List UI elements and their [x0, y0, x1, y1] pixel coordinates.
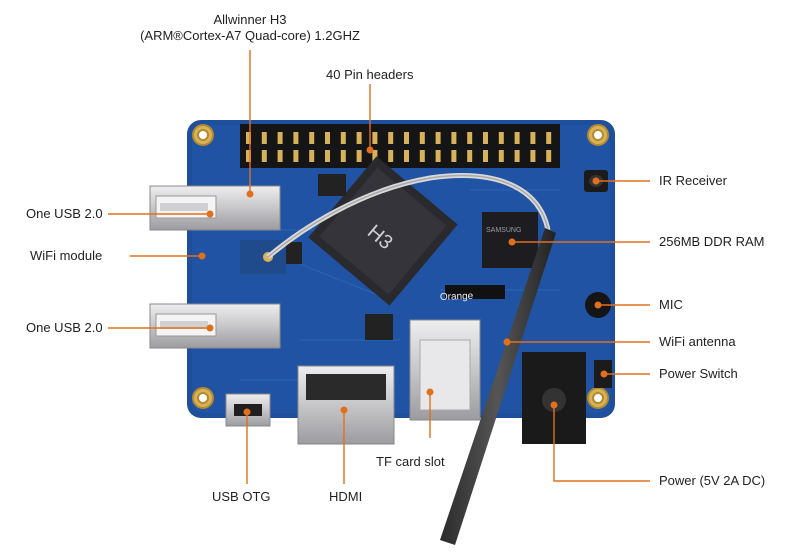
header-pin [514, 150, 520, 162]
header-pin [356, 150, 362, 162]
header-pin [483, 150, 488, 162]
usb-port-top [149, 185, 281, 231]
header-pin [309, 150, 315, 162]
tf-card-slot [409, 319, 481, 421]
header-pin [261, 150, 267, 162]
header-pin [546, 132, 552, 144]
wifi-antenna [266, 173, 556, 545]
header-pin [498, 132, 504, 144]
header-pin [483, 132, 488, 144]
leader-lines [108, 50, 650, 484]
label-soc-line1: Allwinner H3 [213, 12, 287, 27]
ram-chip-text: SAMSUNG [486, 227, 521, 234]
header-pin [277, 150, 283, 162]
header-pin [419, 132, 425, 144]
label-usb-bottom: One USB 2.0 [26, 320, 103, 335]
label-tf-card: TF card slot [376, 454, 445, 469]
label-soc: Allwinner H3 (ARM®Cortex-A7 Quad-core) 1… [120, 12, 380, 44]
header-pin [246, 132, 251, 144]
mounting-holes [192, 124, 609, 409]
header-pin [388, 150, 394, 162]
header-pin [246, 150, 251, 162]
leader-dots [198, 146, 608, 416]
usb-port-bottom [149, 303, 281, 349]
header-pin [419, 150, 425, 162]
header-pin [467, 132, 473, 144]
hdmi-port [297, 365, 395, 445]
label-pin-headers: 40 Pin headers [326, 67, 414, 82]
header-pin [356, 132, 362, 144]
header-pin [293, 132, 299, 144]
header-pin [451, 150, 457, 162]
header-pin [388, 132, 394, 144]
header-pin [530, 150, 536, 162]
header-pin [514, 132, 520, 144]
header-pin [435, 132, 441, 144]
label-power: Power (5V 2A DC) [659, 473, 766, 488]
header-pin [404, 132, 409, 144]
header-pin [340, 150, 346, 162]
header-pin [372, 150, 378, 162]
label-power-switch: Power Switch [659, 366, 738, 381]
header-pin [435, 150, 441, 162]
header-pin [467, 150, 473, 162]
label-usb-top: One USB 2.0 [26, 206, 103, 221]
label-mic: MIC [659, 297, 683, 312]
header-pin [404, 150, 409, 162]
label-ddr-ram: 256MB DDR RAM [659, 234, 765, 249]
header-pin [530, 132, 536, 144]
label-hdmi: HDMI [329, 489, 363, 504]
header-pin [340, 132, 346, 144]
label-wifi-module: WiFi module [30, 248, 103, 263]
header-pin [261, 132, 267, 144]
header-pin [372, 132, 378, 144]
label-wifi-antenna: WiFi antenna [659, 334, 736, 349]
label-usb-otg: USB OTG [212, 489, 271, 504]
header-pin [451, 132, 457, 144]
header-pin [325, 150, 330, 162]
pin-header [240, 124, 560, 168]
header-pin [546, 150, 552, 162]
header-pin [277, 132, 283, 144]
header-pin [325, 132, 330, 144]
header-pin [293, 150, 299, 162]
header-pin [309, 132, 315, 144]
board-brand-text: Orange [440, 291, 474, 303]
label-ir-receiver: IR Receiver [659, 173, 727, 188]
header-pin [498, 150, 504, 162]
label-soc-line2: (ARM®Cortex-A7 Quad-core) 1.2GHZ [140, 28, 360, 43]
